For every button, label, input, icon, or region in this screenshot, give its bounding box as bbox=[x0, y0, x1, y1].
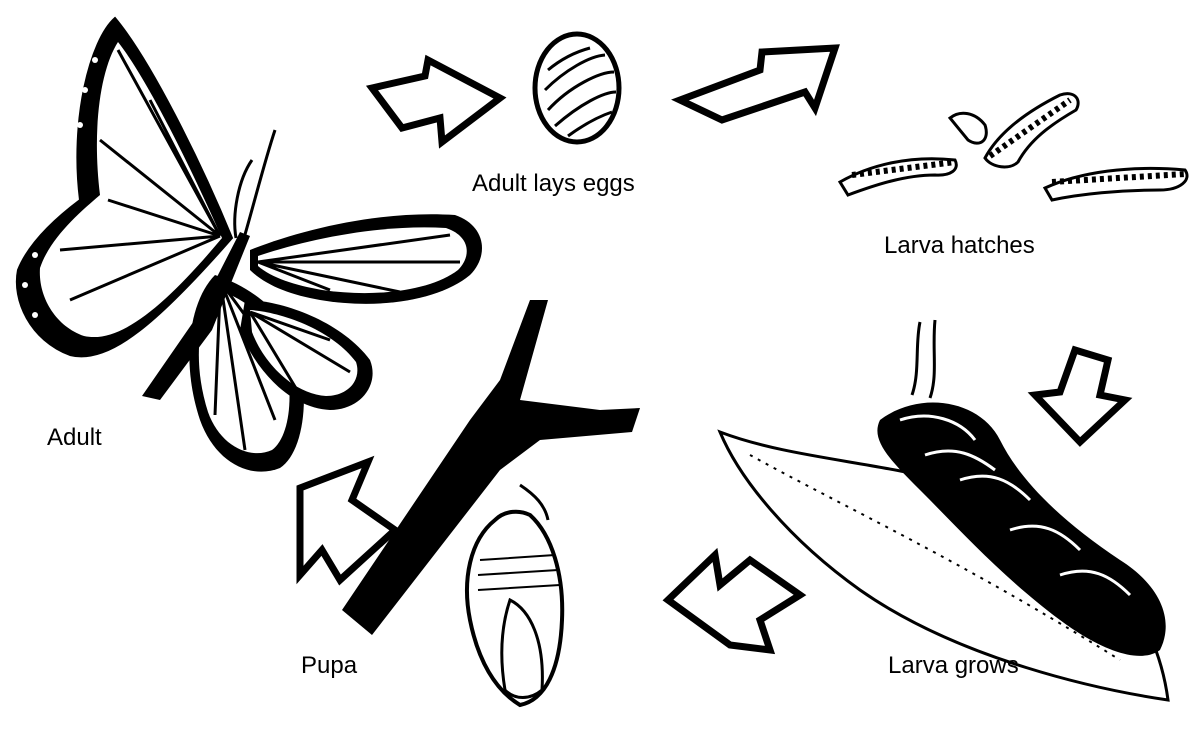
label-larva-hatches: Larva hatches bbox=[884, 232, 1035, 260]
arrow-to-grows bbox=[1035, 350, 1125, 442]
label-adult-lays-eggs: Adult lays eggs bbox=[472, 170, 635, 198]
hatchling-larvae bbox=[840, 94, 1187, 200]
label-pupa: Pupa bbox=[301, 652, 357, 680]
arrow-to-pupa bbox=[668, 555, 800, 650]
arrow-to-hatch bbox=[680, 48, 835, 120]
egg-illustration bbox=[535, 34, 619, 142]
label-adult: Adult bbox=[47, 424, 102, 452]
label-larva-grows: Larva grows bbox=[888, 652, 1019, 680]
arrow-to-eggs bbox=[372, 60, 500, 142]
branch-pupa-illustration bbox=[342, 300, 640, 705]
